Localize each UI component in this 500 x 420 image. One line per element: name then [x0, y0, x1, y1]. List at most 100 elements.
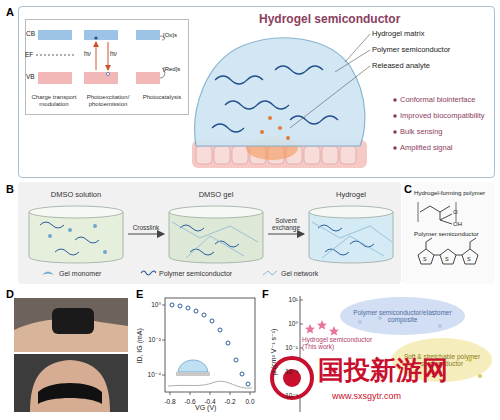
photon-label: hν: [84, 50, 91, 57]
band-label: EF: [25, 51, 33, 58]
panel-heading: Hydrogel semiconductor: [259, 13, 400, 26]
legend-item: Gel network: [262, 269, 318, 277]
process-arrow: [128, 233, 164, 234]
stage-label: DMSO gel: [166, 191, 266, 199]
legend-sample-shape: [263, 271, 277, 275]
legend-sample: [40, 269, 56, 277]
panel-letter: E: [136, 288, 143, 300]
leader-lines: [290, 34, 370, 128]
gel-film: [52, 308, 94, 334]
tick-label: 10⁻¹: [283, 344, 298, 351]
tick-label: 10⁻⁴: [146, 371, 161, 378]
photos: [14, 298, 128, 412]
feature-bullet: Improved biocompatibility: [400, 112, 485, 120]
panel-letter: A: [6, 6, 14, 18]
stage-label: Hydrogel: [306, 191, 396, 199]
axis-title: VG (V): [195, 404, 216, 412]
redox-label: [Ox]s: [163, 32, 177, 39]
panel-letter: D: [6, 288, 14, 300]
legend-sample: [262, 269, 278, 277]
plot-f: [300, 296, 482, 412]
tick-label: -0.8: [162, 398, 178, 405]
cylinder-body: [169, 212, 263, 263]
composite-points: [358, 316, 442, 328]
feature-bullet: Amplified signal: [400, 144, 453, 152]
gel-contents: [40, 222, 392, 258]
structure-title: Hydrogel-forming polymer: [414, 190, 485, 197]
process-arrow: [268, 233, 304, 234]
mechanism-caption: Charge transport modulation: [28, 94, 80, 107]
plot-e: [162, 298, 255, 395]
tick-label: 10⁻²: [283, 368, 298, 375]
panel-letter: B: [6, 183, 14, 195]
band-label: VB: [26, 73, 35, 80]
structure-title: Polymer semiconductor: [414, 231, 479, 238]
tick-label: 10⁰: [146, 301, 161, 308]
panel-letter: F: [262, 288, 269, 300]
axis-title: μ (cm² V⁻¹ s⁻¹): [270, 316, 278, 388]
tick-label: 10⁻³: [283, 392, 298, 399]
atom-label: S: [467, 256, 471, 262]
watermark: www.sxsgytr.com: [332, 392, 401, 402]
callout-label: Polymer semiconductor: [372, 46, 450, 54]
redox-label: [Red]s: [163, 66, 180, 73]
data-label: Hydrogel semiconductor (This work): [302, 336, 382, 350]
legend-sample-shape: [42, 272, 54, 276]
cylinder-body: [29, 212, 123, 263]
hydrogel-blob: [195, 38, 365, 146]
legend-text: Gel monomer: [59, 270, 101, 277]
axis-title: ID, IG (mA): [136, 321, 144, 371]
atom-label: S: [423, 256, 427, 262]
callout-label: Hydrogel matrix: [372, 30, 425, 38]
stage-label: DMSO solution: [26, 191, 126, 199]
tick-label: -0.4: [202, 398, 218, 405]
band-label: CB: [26, 30, 35, 37]
cylinder-top: [169, 206, 263, 218]
tick-label: 10¹: [283, 296, 298, 303]
axes: [165, 298, 255, 392]
conduction-band: [38, 30, 72, 40]
panel-c-background: [402, 182, 495, 284]
legend-sample: [140, 269, 156, 277]
mechanism-caption: Photoexcitation/ photoemission: [82, 94, 134, 107]
feature-bullet: Conformal biointerface: [400, 96, 475, 104]
atom-label: S: [445, 256, 449, 262]
panel-letter: C: [404, 183, 412, 195]
edge-label: Solvent exchange: [267, 217, 305, 231]
panel-b-background: [18, 182, 401, 284]
legend-sample-shape: [141, 271, 156, 275]
band-diagrams: [36, 30, 165, 84]
tick-label: -0.2: [222, 398, 238, 405]
legend-item: Polymer semiconductor: [140, 269, 232, 277]
tick-label: 10⁻²: [146, 336, 161, 343]
stars: [305, 320, 339, 336]
edge-label: Crosslink: [127, 224, 165, 231]
analyte-dots: [260, 116, 290, 140]
transfer-curve: [170, 303, 250, 386]
polymer-chains: [212, 66, 338, 132]
hydrogel-illustration: [192, 34, 397, 168]
cylinder-body: [309, 212, 393, 263]
data-region-bubble: Polymer semiconductor/elastomer composit…: [340, 297, 465, 335]
legend-text: Gel network: [281, 270, 318, 277]
bullets: [393, 98, 397, 150]
cylinder-top: [309, 206, 393, 218]
valence-band: [38, 72, 72, 84]
legend-item: Gel monomer: [40, 269, 101, 277]
tick-label: 0.0: [242, 398, 258, 405]
tick-label: 10⁰: [283, 320, 298, 327]
photo-hand: [14, 298, 128, 352]
atom-label: O: [453, 209, 458, 216]
cylinder-top: [29, 206, 123, 218]
gel-cylinder: DMSO solution: [26, 190, 126, 264]
cylinder-shape: [26, 190, 126, 264]
tick-label: -0.6: [182, 398, 198, 405]
callout-label: Released analyte: [372, 62, 430, 70]
atom-label: OH: [453, 221, 462, 228]
feature-bullet: Bulk sensing: [400, 128, 443, 136]
watermark: 国投新游网: [318, 356, 448, 385]
